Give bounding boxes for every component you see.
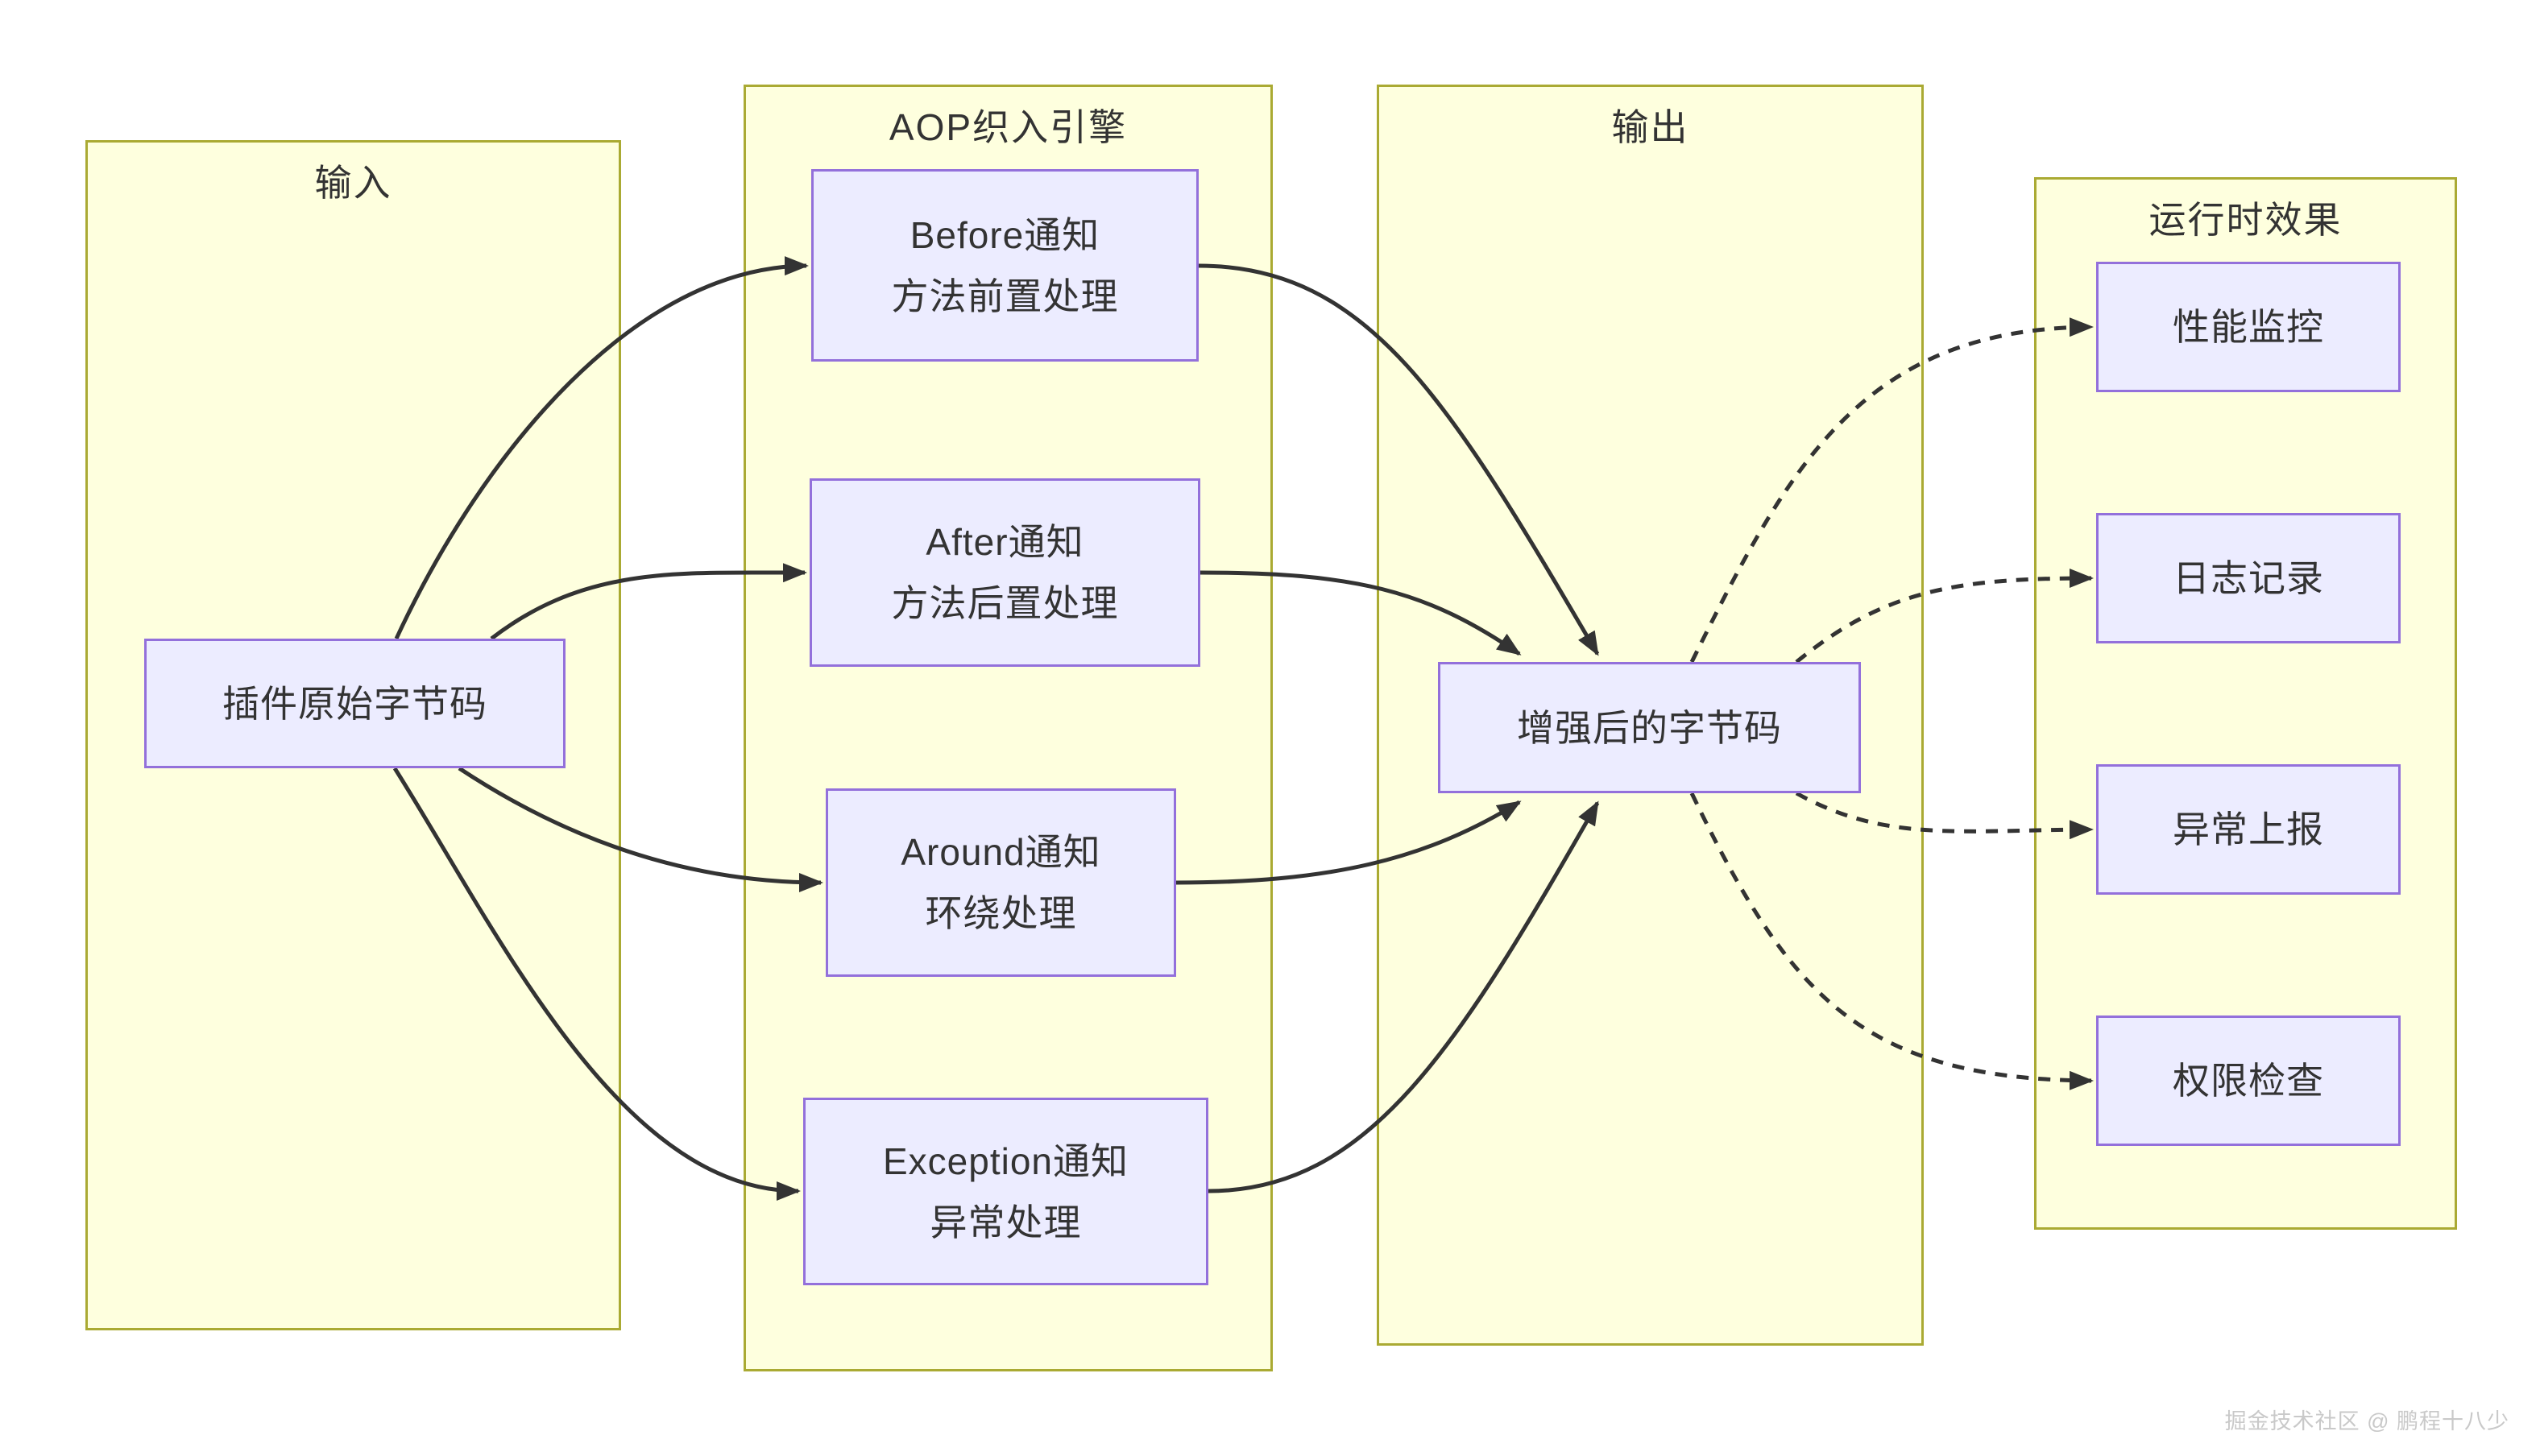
group-runtime-effects-title: 运行时效果 <box>2148 199 2343 241</box>
node-exception-reporting: 异常上报 <box>2096 764 2401 895</box>
group-aop-engine-title: AOP织入引擎 <box>889 106 1128 148</box>
node-performance-monitoring: 性能监控 <box>2096 262 2401 392</box>
node-plugin-original-bytecode: 插件原始字节码 <box>144 639 566 768</box>
node-after-advice: After通知 方法后置处理 <box>810 478 1200 667</box>
node-around-advice: Around通知 环绕处理 <box>826 788 1176 977</box>
node-permission-check: 权限检查 <box>2096 1015 2401 1146</box>
node-before-advice: Before通知 方法前置处理 <box>811 169 1199 362</box>
group-input-title: 输入 <box>314 162 392 204</box>
watermark: 掘金技术社区 @ 鹏程十八少 <box>2224 1409 2509 1433</box>
node-enhanced-bytecode: 增强后的字节码 <box>1438 662 1861 793</box>
node-logging: 日志记录 <box>2096 513 2401 643</box>
node-exception-advice: Exception通知 异常处理 <box>803 1098 1208 1285</box>
group-output-title: 输出 <box>1611 106 1689 148</box>
